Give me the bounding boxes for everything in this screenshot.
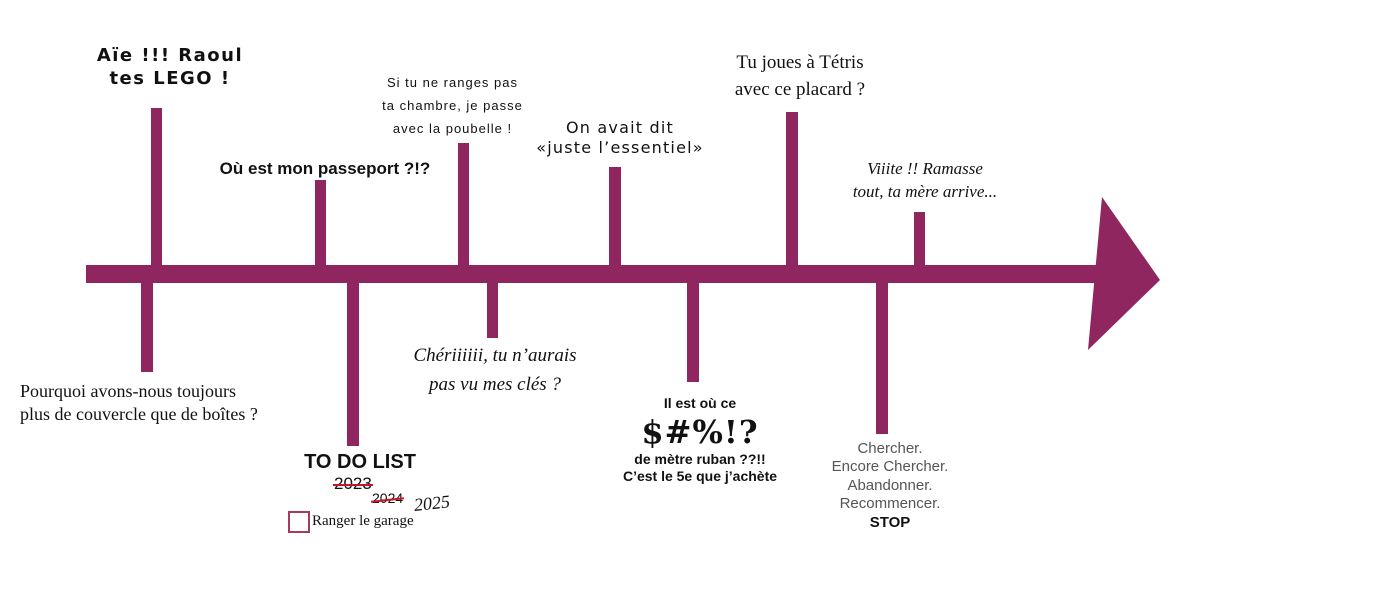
note-metre-symbols: $#%!? bbox=[641, 412, 759, 451]
tick-up-ramasse bbox=[914, 212, 925, 268]
note-ramasse-line: Viiite !! Ramasse bbox=[867, 159, 983, 178]
note-metre-line: de mètre ruban ??!! bbox=[634, 450, 766, 467]
tick-up-essentiel bbox=[609, 167, 621, 268]
note-metre-line: Il est où ce bbox=[663, 395, 737, 411]
tick-up-lego bbox=[151, 108, 162, 268]
tick-down-couvercle bbox=[141, 280, 153, 372]
tick-up-tetris bbox=[786, 112, 798, 268]
note-ramasse-line: tout, ta mère arrive... bbox=[852, 181, 998, 201]
todo-item-label: Ranger le garage bbox=[312, 513, 414, 529]
note-lego: Aïe !!! Raoul tes LEGO ! bbox=[70, 44, 270, 91]
note-cles: Chériiiiii, tu n’aurais pas vu mes clés … bbox=[395, 342, 595, 399]
tick-down-todo bbox=[347, 280, 359, 446]
note-tetris-line: Tu joues à Tétris bbox=[736, 52, 864, 73]
note-metre: Il est où ce $#%!? de mètre ruban ??!! C… bbox=[600, 395, 800, 486]
note-chambre-line: avec la poubelle ! bbox=[392, 120, 513, 136]
note-metre-line: C’est le 5e que j’achète bbox=[622, 468, 778, 485]
note-cycle-line: Chercher. bbox=[857, 440, 923, 457]
note-chambre-line: ta chambre, je passe bbox=[382, 97, 523, 113]
tick-up-passeport bbox=[315, 180, 326, 268]
note-couvercle: Pourquoi avons-nous toujours plus de cou… bbox=[20, 380, 310, 425]
note-couvercle-line: plus de couvercle que de boîtes ? bbox=[20, 403, 258, 424]
note-passeport: Où est mon passeport ?!? bbox=[219, 159, 431, 178]
note-cycle-stop: STOP bbox=[869, 513, 911, 531]
note-chambre-line: Si tu ne ranges pas bbox=[386, 75, 519, 90]
tick-down-cles bbox=[487, 280, 498, 338]
note-essentiel-line: «juste l’essentiel» bbox=[536, 138, 704, 157]
todo-title: TO DO LIST bbox=[304, 451, 416, 473]
timeline-arrow-head bbox=[1088, 197, 1160, 350]
todo-year-current: 2025 bbox=[412, 491, 451, 515]
tick-up-chambre bbox=[458, 143, 469, 268]
note-cycle: Chercher. Encore Chercher. Abandonner. R… bbox=[790, 440, 990, 532]
note-essentiel: On avait dit «juste l’essentiel» bbox=[520, 118, 720, 158]
note-ramasse: Viiite !! Ramasse tout, ta mère arrive..… bbox=[825, 158, 1025, 204]
note-chambre: Si tu ne ranges pas ta chambre, je passe… bbox=[360, 72, 545, 140]
note-tetris: Tu joues à Tétris avec ce placard ? bbox=[700, 50, 900, 103]
note-lego-line: Aïe !!! Raoul bbox=[96, 45, 244, 66]
note-couvercle-line: Pourquoi avons-nous toujours bbox=[20, 381, 236, 401]
note-lego-line: tes LEGO ! bbox=[109, 68, 231, 90]
note-cycle-line: Recommencer. bbox=[839, 495, 941, 513]
note-cycle-line: Encore Chercher. bbox=[831, 458, 949, 476]
note-cles-line: pas vu mes clés ? bbox=[429, 373, 561, 395]
todo-checkbox[interactable] bbox=[288, 511, 310, 533]
note-essentiel-line: On avait dit bbox=[566, 118, 674, 137]
todo-year-label: 2024 bbox=[372, 490, 404, 506]
tick-down-cycle bbox=[876, 280, 888, 434]
tick-down-metre bbox=[687, 280, 699, 382]
note-tetris-line: avec ce placard ? bbox=[734, 78, 866, 100]
todo-year-struck: 2024 bbox=[370, 490, 405, 508]
todo-year-struck: 2023 bbox=[333, 473, 373, 494]
note-cles-line: Chériiiiii, tu n’aurais bbox=[413, 345, 577, 366]
note-cycle-line: Abandonner. bbox=[847, 476, 933, 494]
todo-year-label: 2023 bbox=[334, 474, 372, 493]
strike-line bbox=[333, 484, 373, 487]
timeline-arrow-shaft bbox=[86, 265, 1116, 283]
